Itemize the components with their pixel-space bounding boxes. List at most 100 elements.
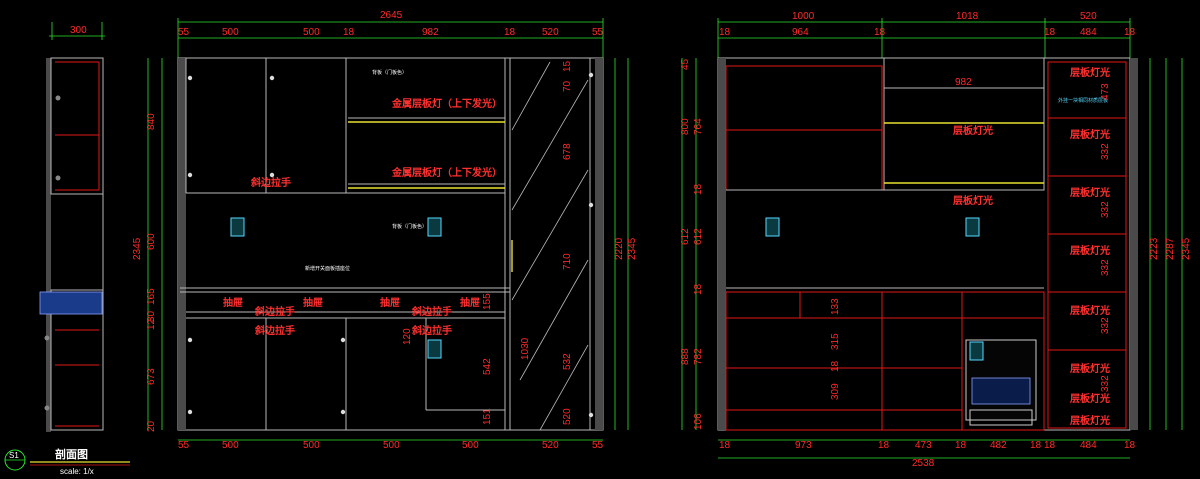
svg-text:500: 500 — [222, 440, 239, 451]
socket-icon — [965, 217, 980, 237]
svg-text:18: 18 — [1044, 27, 1056, 38]
note-metal-light-1: 金属层板灯（上下发光） — [391, 97, 502, 110]
socket-icon — [427, 217, 442, 237]
svg-text:982: 982 — [955, 77, 972, 88]
left-cabinet-outline — [177, 57, 604, 431]
svg-text:165: 165 — [146, 288, 157, 305]
svg-text:12: 12 — [146, 318, 157, 330]
svg-text:520: 520 — [1080, 11, 1097, 22]
svg-text:484: 484 — [1080, 27, 1097, 38]
side-wall-bar — [46, 58, 51, 432]
note-bevel-handle-2: 斜边拉手 — [254, 305, 295, 318]
note-drawer-4: 抽屉 — [460, 296, 480, 309]
svg-text:2287: 2287 — [1165, 237, 1176, 260]
svg-text:18: 18 — [719, 440, 731, 451]
svg-text:55: 55 — [592, 27, 604, 38]
svg-text:18: 18 — [719, 27, 731, 38]
svg-text:1030: 1030 — [520, 337, 531, 360]
svg-text:782: 782 — [693, 348, 704, 365]
svg-text:710: 710 — [562, 253, 573, 270]
svg-text:542: 542 — [482, 358, 493, 375]
svg-text:800: 800 — [680, 118, 691, 135]
svg-text:332: 332 — [1100, 201, 1111, 218]
svg-text:70: 70 — [562, 80, 573, 92]
svg-text:18: 18 — [1124, 27, 1136, 38]
svg-text:500: 500 — [303, 27, 320, 38]
svg-text:482: 482 — [990, 440, 1007, 451]
note-bevel-handle-1: 斜边拉手 — [250, 176, 291, 189]
svg-text:18: 18 — [1030, 440, 1042, 451]
svg-text:982: 982 — [422, 27, 439, 38]
socket-icon — [765, 217, 780, 237]
svg-text:45: 45 — [680, 58, 691, 70]
svg-text:520: 520 — [562, 408, 573, 425]
bottom-total-dim: 2538 — [912, 458, 935, 469]
right-elevation: 1000 1018 520 18 964 18 18 484 18 — [680, 11, 1192, 469]
right-cabinet-outline — [717, 57, 1131, 431]
svg-text:332: 332 — [1100, 143, 1111, 160]
svg-text:973: 973 — [795, 440, 812, 451]
svg-text:层板灯光: 层板灯光 — [953, 194, 993, 207]
svg-text:309: 309 — [830, 383, 841, 400]
svg-text:612: 612 — [680, 228, 691, 245]
svg-text:新增开关面板插座位: 新增开关面板插座位 — [305, 265, 350, 272]
svg-text:2345: 2345 — [627, 237, 638, 260]
note-drawer-2: 抽屉 — [303, 296, 323, 309]
svg-text:484: 484 — [1080, 440, 1097, 451]
svg-text:500: 500 — [222, 27, 239, 38]
svg-text:18: 18 — [874, 27, 886, 38]
svg-text:层板灯光: 层板灯光 — [1070, 392, 1110, 405]
side-width-dim: 300 — [70, 25, 87, 36]
svg-text:500: 500 — [383, 440, 400, 451]
svg-text:840: 840 — [146, 113, 157, 130]
svg-text:15: 15 — [562, 60, 573, 72]
svg-text:151: 151 — [482, 408, 493, 425]
svg-text:964: 964 — [792, 27, 809, 38]
svg-text:55: 55 — [178, 440, 190, 451]
svg-text:473: 473 — [915, 440, 932, 451]
left-elevation: 2645 55 500 500 18 982 18 520 55 — [132, 10, 638, 451]
svg-text:背板（门板色）: 背板（门板色） — [392, 223, 427, 230]
svg-text:332: 332 — [1100, 259, 1111, 276]
scale-label: scale: 1/x — [60, 467, 94, 476]
side-section-view: 300 — [39, 22, 105, 432]
svg-text:532: 532 — [562, 353, 573, 370]
svg-text:18: 18 — [1124, 440, 1136, 451]
svg-text:18: 18 — [343, 27, 355, 38]
svg-text:55: 55 — [592, 440, 604, 451]
svg-text:155: 155 — [482, 293, 493, 310]
svg-text:1018: 1018 — [956, 11, 979, 22]
svg-text:层板灯光: 层板灯光 — [953, 124, 993, 137]
svg-text:20: 20 — [146, 420, 157, 432]
svg-text:473: 473 — [1100, 83, 1111, 100]
svg-text:55: 55 — [178, 27, 190, 38]
svg-text:背板（门板色）: 背板（门板色） — [372, 69, 407, 76]
note-drawer-1: 抽屉 — [223, 296, 243, 309]
svg-text:133: 133 — [830, 298, 841, 315]
svg-text:332: 332 — [1100, 375, 1111, 392]
title-block: S1 剖面图 scale: 1/x — [4, 447, 130, 476]
svg-text:层板灯光: 层板灯光 — [1070, 362, 1110, 375]
left-total-dim: 2345 — [132, 237, 143, 260]
section-code: S1 — [9, 451, 19, 460]
socket-icon — [427, 339, 442, 359]
svg-text:678: 678 — [562, 143, 573, 160]
svg-text:层板灯光: 层板灯光 — [1070, 186, 1110, 199]
svg-text:18: 18 — [955, 440, 967, 451]
svg-text:18: 18 — [693, 283, 704, 295]
socket-icon — [969, 341, 984, 361]
svg-text:层板灯光: 层板灯光 — [1070, 66, 1110, 79]
svg-text:18: 18 — [1044, 440, 1056, 451]
svg-text:612: 612 — [693, 228, 704, 245]
note-bevel-handle-3: 斜边拉手 — [254, 324, 295, 337]
svg-text:2345: 2345 — [1181, 237, 1192, 260]
svg-text:106: 106 — [693, 413, 704, 430]
svg-text:764: 764 — [693, 118, 704, 135]
svg-text:2220: 2220 — [614, 237, 625, 260]
top-total-dim: 2645 — [380, 10, 403, 21]
svg-text:18: 18 — [504, 27, 516, 38]
svg-text:332: 332 — [1100, 317, 1111, 334]
svg-text:1000: 1000 — [792, 11, 815, 22]
socket-icon — [230, 217, 245, 237]
